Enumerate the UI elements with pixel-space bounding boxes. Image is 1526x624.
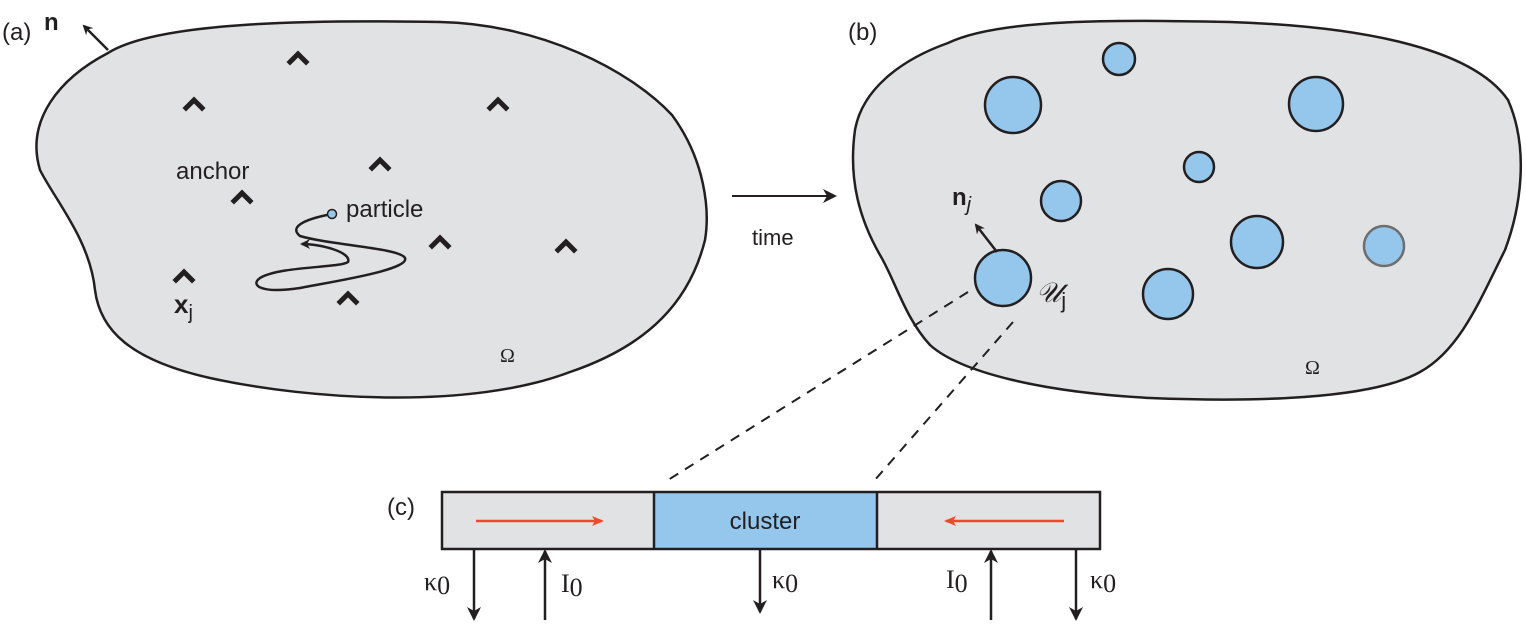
domain-label-b: Ω [1305, 357, 1320, 379]
kappa-label-left: κ0 [424, 567, 450, 600]
cluster-circle [983, 75, 1043, 135]
time-arrow-group: time [732, 189, 837, 250]
zoom-line-left [667, 291, 969, 481]
time-label: time [752, 225, 794, 250]
injection-label-left: I0 [561, 569, 583, 602]
cluster-normal-label: nj [952, 184, 972, 216]
segment-outline [440, 490, 1102, 551]
anchor-marker [336, 290, 360, 306]
particle-dot [326, 208, 338, 220]
cluster-normal-arrow [974, 223, 998, 253]
panel-a: (a) n anchor particle xj Ω [2, 9, 708, 399]
cluster-circle [973, 248, 1033, 308]
particle-trajectory [255, 212, 407, 292]
anchor-markers [172, 50, 578, 306]
injection-label-right: I0 [946, 565, 968, 598]
anchor-marker [286, 50, 310, 66]
panel-c: (c) cluster κ0 I0 κ0 I0 κ0 [387, 490, 1116, 621]
domain-label-a: Ω [500, 345, 515, 367]
anchor-marker [554, 238, 578, 254]
cluster-circle [1287, 75, 1345, 133]
cluster-circle [1182, 150, 1216, 184]
clusters [973, 41, 1345, 321]
panel-a-label: (a) [2, 19, 31, 46]
kappa-label-center: κ0 [772, 565, 798, 598]
outward-normal-arrow [82, 24, 109, 51]
faded-cluster-circle [1362, 224, 1406, 268]
panel-c-label: (c) [387, 494, 415, 521]
anchor-marker [368, 156, 392, 172]
anchor-marker [172, 268, 196, 284]
anchor-marker [428, 234, 452, 250]
panel-b: (b) nj 𝒰j Ω [848, 19, 1522, 401]
panel-b-label: (b) [848, 19, 877, 46]
cluster-circle [1229, 214, 1285, 270]
zoom-lines [667, 291, 1014, 482]
anchor-marker [182, 96, 206, 112]
particle-label: particle [346, 196, 423, 223]
cluster-circle [1141, 267, 1195, 321]
anchor-marker [230, 189, 254, 205]
kappa-label-right: κ0 [1090, 565, 1116, 598]
anchor-position-label: xj [174, 289, 193, 324]
cluster-label: cluster [730, 508, 801, 535]
cluster-circle [1039, 179, 1083, 223]
cluster-circle [1101, 41, 1137, 77]
domain-omega-a [35, 20, 708, 399]
anchor-label: anchor [176, 158, 249, 185]
anchor-marker [486, 96, 510, 112]
normal-label: n [44, 9, 59, 36]
cluster-segment [654, 492, 877, 549]
